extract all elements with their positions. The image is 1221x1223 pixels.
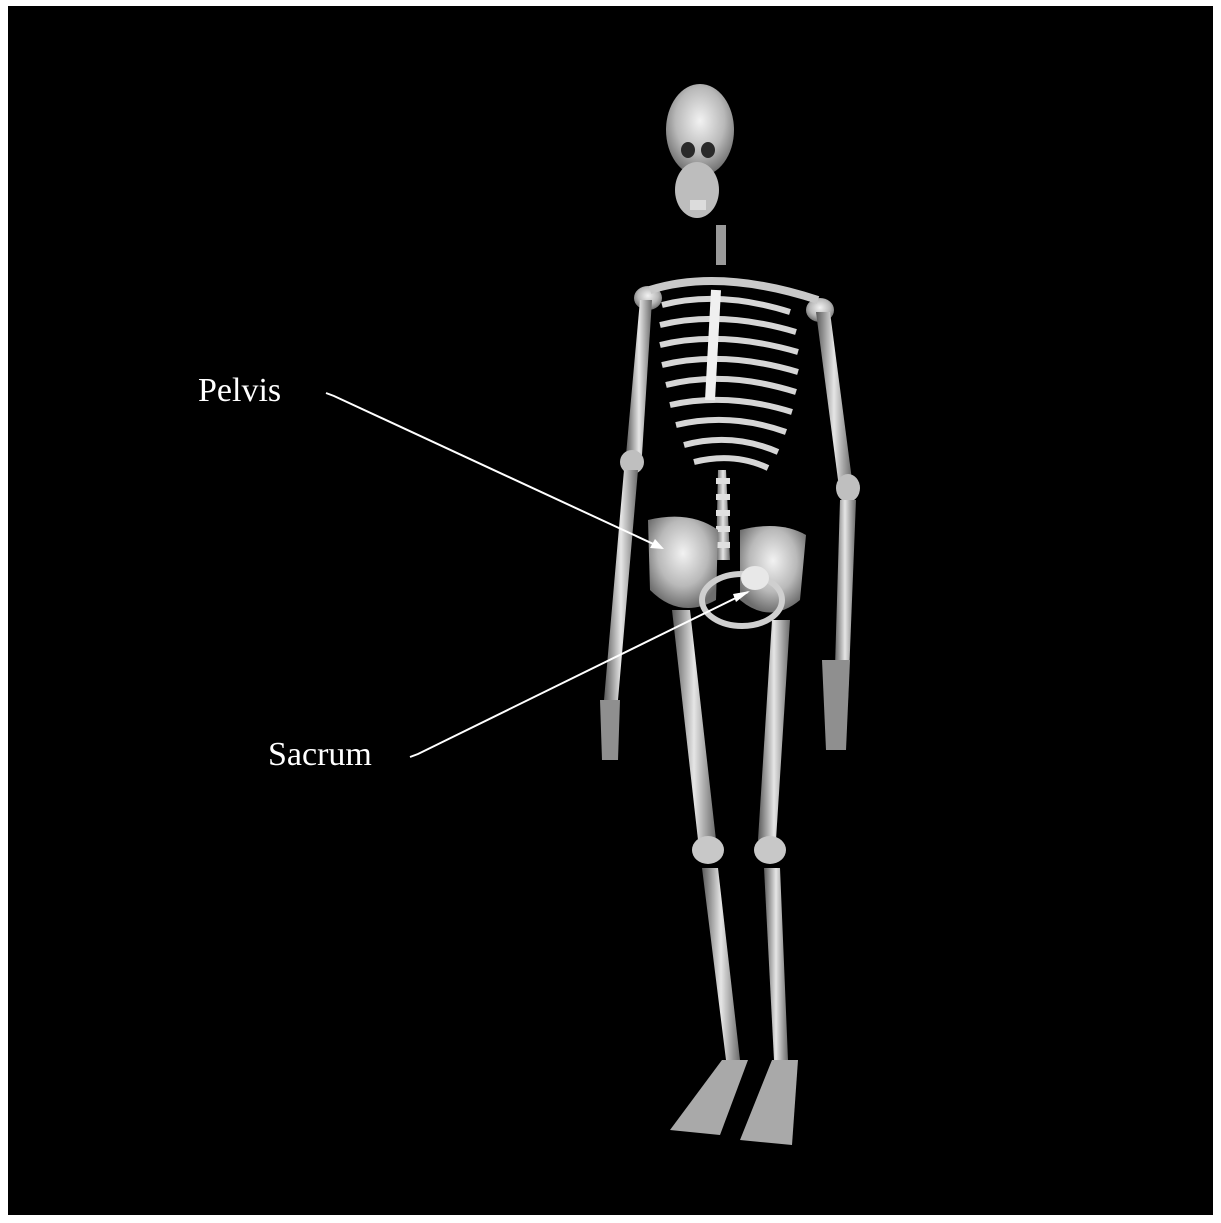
legs xyxy=(670,610,798,1145)
rib-cage xyxy=(660,290,798,468)
pelvis-leader-line xyxy=(326,393,662,548)
skull xyxy=(666,84,734,218)
sacrum-label: Sacrum xyxy=(268,738,372,772)
spine xyxy=(716,225,730,560)
pelvis-label: Pelvis xyxy=(198,374,281,408)
